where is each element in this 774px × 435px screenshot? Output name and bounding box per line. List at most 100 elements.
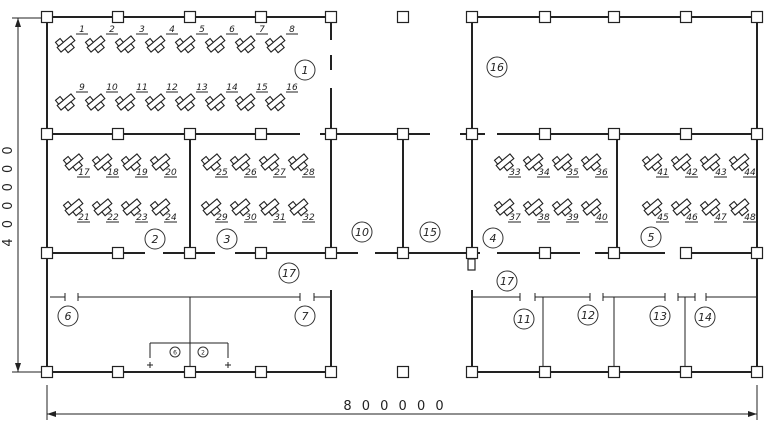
column	[679, 10, 693, 24]
workstation-number: 17	[78, 168, 90, 178]
column	[538, 10, 552, 24]
workstation-desk-icon	[54, 35, 76, 54]
room-label: 16	[486, 56, 508, 78]
workstation-desk-icon	[287, 198, 309, 217]
column	[465, 10, 479, 24]
workstation-number: 23	[136, 213, 148, 223]
workstation-number: 27	[274, 168, 286, 178]
column	[40, 10, 54, 24]
workstation-number: 42	[686, 168, 698, 178]
workstation-desk-icon	[641, 153, 663, 172]
workstation-desk-icon	[522, 153, 544, 172]
workstation-desk-icon	[62, 198, 84, 217]
column	[679, 246, 693, 260]
workstation-number: 6	[229, 25, 235, 35]
svg-text:5: 5	[648, 231, 655, 244]
room-label: 1	[294, 59, 316, 81]
workstation-number: 16	[286, 83, 298, 93]
column	[396, 10, 410, 24]
column	[679, 127, 693, 141]
workstation-number: 18	[107, 168, 119, 178]
room-label: 7	[294, 305, 316, 327]
workstation-number: 43	[715, 168, 727, 178]
workstation-number: 15	[256, 83, 268, 93]
column	[183, 10, 197, 24]
workstation-desk-icon	[229, 198, 251, 217]
small-label: 6	[169, 346, 181, 358]
room-label: 17	[496, 270, 518, 292]
workstation-number: 46	[686, 213, 698, 223]
workstation-number: 33	[509, 168, 521, 178]
svg-text:14: 14	[698, 311, 712, 324]
column	[607, 365, 621, 379]
workstation-number: 24	[165, 213, 177, 223]
workstation-desk-icon	[234, 93, 256, 112]
workstation-desk-icon	[670, 198, 692, 217]
workstation-desk-icon	[493, 198, 515, 217]
column	[750, 365, 764, 379]
workstation-number: 21	[78, 213, 89, 223]
column	[111, 365, 125, 379]
workstation-desk-icon	[229, 153, 251, 172]
workstation-number: 35	[567, 168, 579, 178]
column	[40, 365, 54, 379]
column	[607, 10, 621, 24]
width-dimension-label: 8 0 0 0 0 0	[343, 399, 446, 414]
workstation-desk-icon	[91, 153, 113, 172]
column	[183, 246, 197, 260]
workstation-desk-icon	[287, 153, 309, 172]
svg-text:6: 6	[173, 350, 177, 357]
workstation-desk-icon	[144, 93, 166, 112]
workstation-number: 22	[107, 213, 119, 223]
workstation-desk-icon	[670, 153, 692, 172]
column	[607, 127, 621, 141]
workstation-number: 12	[166, 83, 178, 93]
svg-text:15: 15	[423, 226, 437, 239]
column	[538, 246, 552, 260]
workstation-desk-icon	[551, 153, 573, 172]
column	[750, 127, 764, 141]
workstation-number: 47	[715, 213, 727, 223]
room-label: 15	[419, 221, 441, 243]
column	[324, 10, 338, 24]
svg-text:4: 4	[490, 232, 497, 245]
workstation-desk-icon	[204, 93, 226, 112]
svg-text:2: 2	[152, 233, 159, 246]
workstation-number: 26	[245, 168, 257, 178]
workstation-desk-icon	[204, 35, 226, 54]
column	[607, 246, 621, 260]
workstation-desk-icon	[114, 93, 136, 112]
workstation-number: 11	[136, 83, 147, 93]
workstation-desk-icon	[258, 153, 280, 172]
workstation-number: 41	[657, 168, 668, 178]
workstation-desk-icon	[728, 198, 750, 217]
workstation-number: 37	[509, 213, 521, 223]
dimension-lines: 8 0 0 0 0 0 4 0 0 0 0 0	[1, 17, 758, 420]
svg-text:2: 2	[201, 350, 205, 357]
svg-text:6: 6	[65, 310, 72, 323]
workstation-desk-icon	[144, 35, 166, 54]
workstation-number: 38	[538, 213, 550, 223]
workstation-desk-icon	[551, 198, 573, 217]
svg-text:17: 17	[282, 267, 296, 280]
column	[254, 127, 268, 141]
workstation-number: 8	[289, 25, 295, 35]
column	[679, 365, 693, 379]
workstation-desk-icon	[493, 153, 515, 172]
column	[324, 246, 338, 260]
room-label: 4	[482, 227, 504, 249]
workstation-number: 5	[199, 25, 205, 35]
room-label: 17	[278, 262, 300, 284]
workstation-number: 31	[274, 213, 285, 223]
workstation-desk-icon	[200, 153, 222, 172]
svg-text:1: 1	[302, 64, 309, 77]
room-label: 11	[513, 308, 535, 330]
workstation-number: 34	[538, 168, 550, 178]
column	[538, 127, 552, 141]
column	[111, 246, 125, 260]
workstation-desk-icon	[114, 35, 136, 54]
column	[467, 258, 476, 271]
column	[396, 127, 410, 141]
